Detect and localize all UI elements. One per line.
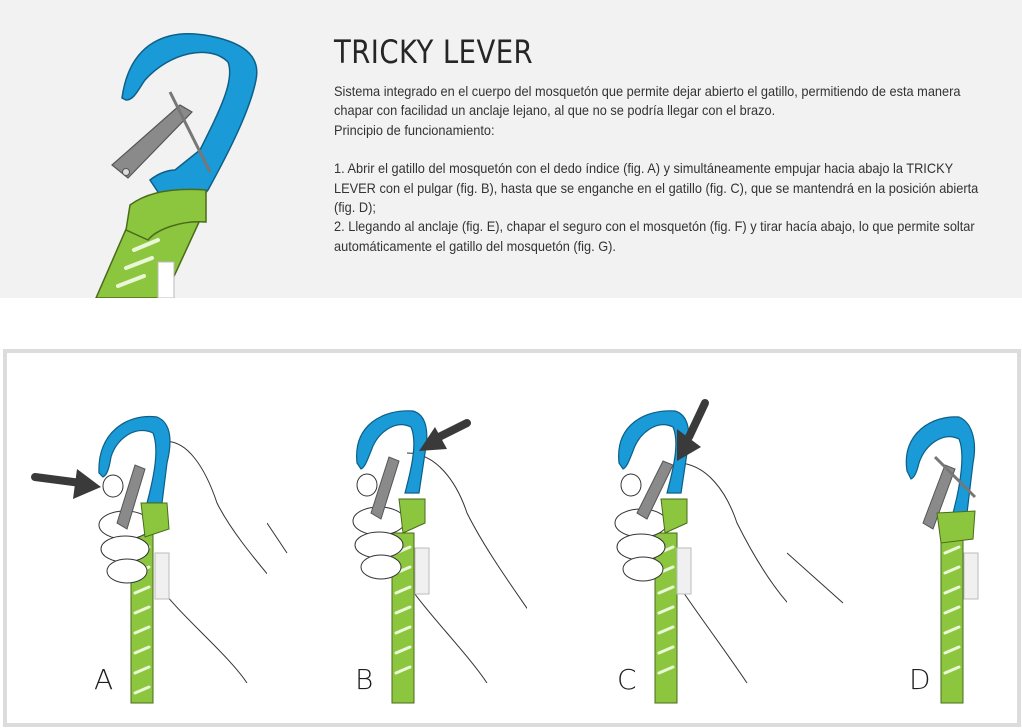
figure-label-d: D (909, 663, 931, 696)
hand-carabiner-arrow-icon (614, 399, 787, 704)
figure-label-b: B (355, 663, 374, 696)
figure-a: A (7, 353, 267, 723)
figure-c: C (527, 353, 787, 723)
page-title: TRICKY LEVER (334, 33, 534, 71)
intro-panel: TRICKY LEVER Sistema integrado en el cue… (0, 0, 1022, 298)
step-1-text: 1. Abrir el gatillo del mosquetón con el… (334, 161, 979, 216)
description-text: Sistema integrado en el cuerpo del mosqu… (334, 84, 961, 119)
figure-d: D (787, 353, 1017, 723)
step-2-text: 2. Llegando al anclaje (fig. E), chapar … (334, 219, 975, 254)
hand-carabiner-arrow-icon (31, 415, 267, 704)
carabiner-open-icon (787, 416, 979, 704)
figure-label-a: A (94, 663, 114, 696)
figure-label-c: C (617, 663, 637, 696)
carabiner-hero-icon (95, 33, 258, 298)
principle-label: Principio de funcionamiento: (334, 122, 495, 138)
figure-b: B (267, 353, 527, 723)
description-block: TRICKY LEVER Sistema integrado en el cue… (334, 32, 994, 256)
hand-carabiner-arrow-icon (267, 410, 527, 704)
figures-panel: A B (3, 349, 1021, 727)
